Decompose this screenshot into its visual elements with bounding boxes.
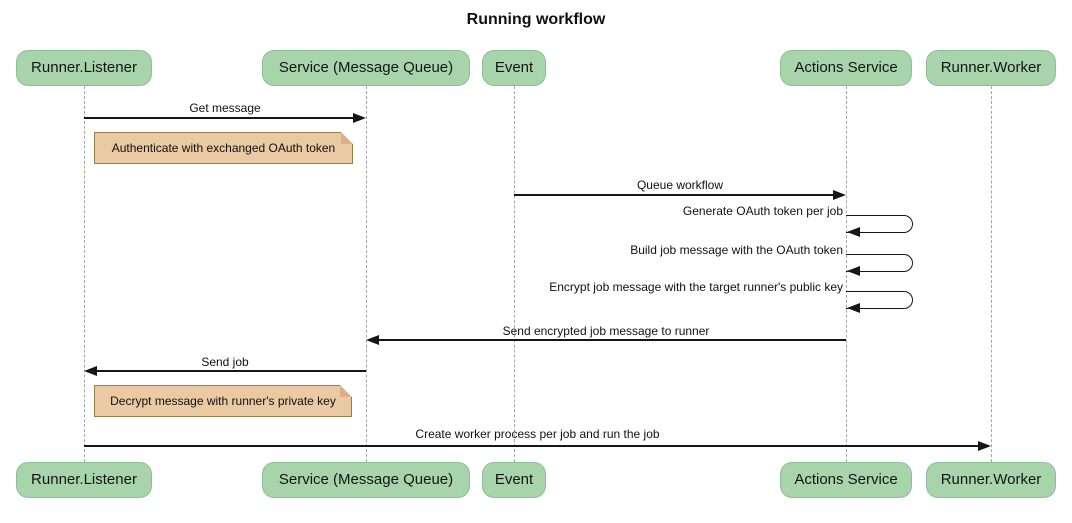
self-loop-encrypt-job-message xyxy=(846,291,913,309)
arrowhead-left-icon xyxy=(84,366,97,376)
arrowhead-left-icon xyxy=(366,335,379,345)
arrowhead-left-icon xyxy=(847,266,860,276)
participant-top-event: Event xyxy=(482,50,546,86)
arrowhead-left-icon xyxy=(847,303,860,313)
note-decrypt-private-key: Decrypt message with runner's private ke… xyxy=(94,385,352,417)
lifeline-runner-worker xyxy=(991,86,992,462)
lifeline-event xyxy=(514,86,515,462)
participant-bottom-runner-listener: Runner.Listener xyxy=(16,462,152,498)
diagram-title: Running workflow xyxy=(466,11,606,28)
message-label-get-message: Get message xyxy=(189,101,261,115)
participant-top-runner-worker: Runner.Worker xyxy=(926,50,1056,86)
arrowhead-right-icon xyxy=(833,190,846,200)
message-label-send-job: Send job xyxy=(201,355,249,369)
message-line-create-worker-process xyxy=(84,445,978,447)
message-label-send-encrypted-job: Send encrypted job message to runner xyxy=(502,324,710,338)
note-authenticate-oauth: Authenticate with exchanged OAuth token xyxy=(94,132,353,164)
message-label-create-worker-process: Create worker process per job and run th… xyxy=(415,427,660,441)
participant-bottom-actions-service: Actions Service xyxy=(780,462,912,498)
lifeline-service-message-queue xyxy=(366,86,367,462)
arrowhead-left-icon xyxy=(847,227,860,237)
participant-top-service-message-queue: Service (Message Queue) xyxy=(262,50,470,86)
message-line-queue-workflow xyxy=(514,194,833,196)
self-loop-build-job-message xyxy=(846,254,913,272)
message-label-queue-workflow: Queue workflow xyxy=(636,178,724,192)
arrowhead-right-icon xyxy=(978,441,991,451)
message-label-build-job-message: Build job message with the OAuth token xyxy=(630,243,843,257)
message-line-send-encrypted-job xyxy=(379,339,846,341)
lifeline-runner-listener xyxy=(84,86,85,462)
participant-bottom-event: Event xyxy=(482,462,546,498)
message-label-encrypt-job-message: Encrypt job message with the target runn… xyxy=(549,280,843,294)
message-label-generate-oauth-token: Generate OAuth token per job xyxy=(682,204,843,218)
participant-bottom-service-message-queue: Service (Message Queue) xyxy=(262,462,470,498)
self-loop-generate-oauth-token xyxy=(846,215,913,233)
participant-top-actions-service: Actions Service xyxy=(780,50,912,86)
participant-bottom-runner-worker: Runner.Worker xyxy=(926,462,1056,498)
participant-top-runner-listener: Runner.Listener xyxy=(16,50,152,86)
lifeline-actions-service xyxy=(846,86,847,462)
arrowhead-right-icon xyxy=(353,113,366,123)
message-line-get-message xyxy=(84,117,354,119)
message-line-send-job xyxy=(97,370,366,372)
